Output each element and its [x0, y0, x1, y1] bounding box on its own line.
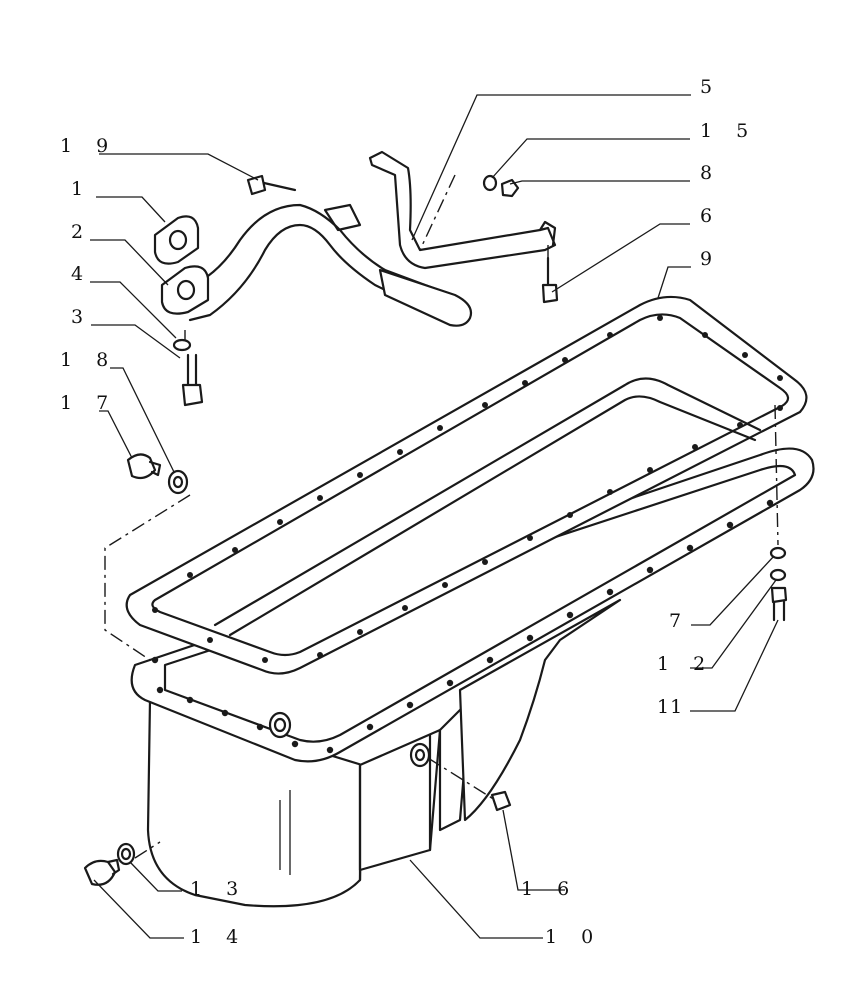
callout-5: 5: [700, 76, 722, 98]
callout-9: 9: [700, 248, 722, 270]
bolt-11: [770, 586, 788, 622]
callout-18: 1 8: [60, 349, 118, 371]
callout-2: 2: [71, 221, 93, 243]
callout-6: 6: [700, 205, 722, 227]
gasket: [125, 295, 808, 675]
plug-16: [490, 790, 512, 812]
nut-8: [500, 178, 520, 198]
pan-flange-holes: [151, 499, 774, 754]
washer-18: [167, 469, 189, 495]
callout-10: 1 0: [545, 926, 603, 948]
callout-17: 1 7: [60, 392, 118, 414]
suction-pipe: [178, 203, 473, 327]
callout-8: 8: [700, 162, 722, 184]
plug-17: [126, 453, 162, 480]
callout-1: 1: [71, 178, 93, 200]
gasket-holes: [152, 315, 783, 663]
callout-7: 7: [669, 610, 691, 632]
bolt-19: [246, 174, 297, 196]
bracket: [368, 150, 557, 270]
leader-lines: [90, 94, 779, 939]
washer-7: [769, 546, 787, 560]
callout-12: 1 2: [657, 653, 715, 675]
bolt-6: [541, 256, 559, 304]
callout-14: 1 4: [190, 926, 248, 948]
callout-19: 1 9: [60, 135, 118, 157]
washer-12: [769, 568, 787, 582]
callout-4: 4: [71, 263, 93, 285]
washer-4: [172, 338, 192, 352]
callout-13: 1 3: [190, 878, 248, 900]
bolt-3: [181, 353, 204, 407]
plug-14: [83, 858, 121, 886]
flange-gasket: [153, 215, 200, 265]
callout-15: 1 5: [700, 120, 758, 142]
oil-pan: [130, 447, 815, 908]
callout-11: 11: [657, 696, 684, 718]
washer-15: [482, 174, 498, 192]
pipe-flange: [160, 265, 210, 315]
callout-16: 1 6: [521, 878, 579, 900]
callout-3: 3: [71, 306, 93, 328]
washer-13: [116, 842, 136, 866]
alignment-lines: [104, 174, 779, 859]
